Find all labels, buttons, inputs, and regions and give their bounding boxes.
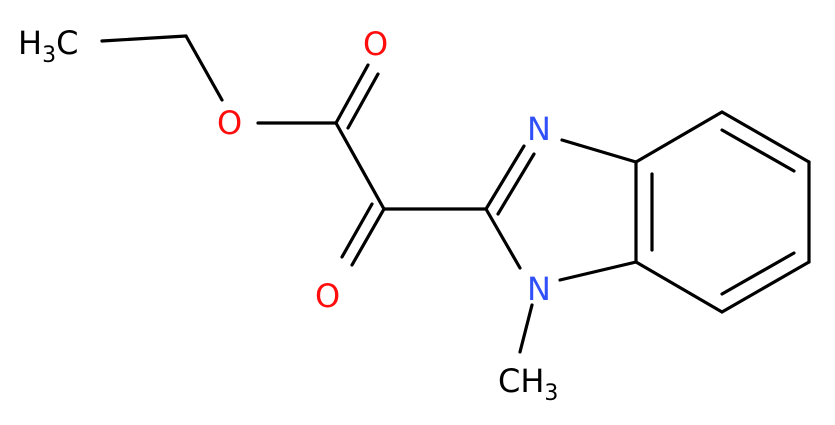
bond-ntop-c3a <box>560 138 638 164</box>
atom-n-bottom: N <box>527 270 551 308</box>
bond-c7-c7a <box>634 260 724 314</box>
bond-c6-c7 <box>720 260 811 314</box>
bond-aromatic-inner-3 <box>720 251 796 296</box>
atom-o-carbonyl-top: O <box>363 25 388 63</box>
bond-c2-ntop-1 <box>484 144 526 211</box>
bond-c3a-c4 <box>634 110 724 164</box>
atom-ch3-bottom-ch: CH <box>498 362 544 400</box>
bond-cketo-obottom-2 <box>340 202 374 259</box>
atom-ch3-bottom-sub: 3 <box>544 381 558 406</box>
bond-c2-nbottom <box>484 207 522 270</box>
bonds <box>100 34 811 354</box>
bond-c4-c5 <box>720 110 811 164</box>
bond-nbottom-c7a <box>558 260 638 282</box>
bond-nbottom-ch3 <box>518 303 534 354</box>
atom-n-top: N <box>527 110 551 148</box>
bond-cester-otop-1 <box>334 63 370 125</box>
atom-labels: H3C O O O N N CH3 <box>18 24 558 406</box>
bond-cester-otop-2 <box>346 72 380 130</box>
atom-ch3-left-sub: 3 <box>42 43 56 68</box>
atom-o-carbonyl-bottom: O <box>315 277 340 315</box>
atom-o-ester: O <box>217 104 242 142</box>
atom-ch3-left-h: H <box>18 24 42 62</box>
bond-ch3-ch2 <box>100 34 188 43</box>
bond-cketo-obottom-1 <box>350 207 386 267</box>
bond-c2-ntop-2 <box>496 152 536 216</box>
bond-cester-cketo <box>334 121 386 211</box>
bond-aromatic-inner-2 <box>720 128 796 173</box>
atom-ch3-left: H3C <box>18 24 78 68</box>
atom-ch3-left-c: C <box>56 24 78 62</box>
bond-ch2-oester <box>184 34 224 102</box>
atom-ch3-bottom: CH3 <box>498 362 558 406</box>
